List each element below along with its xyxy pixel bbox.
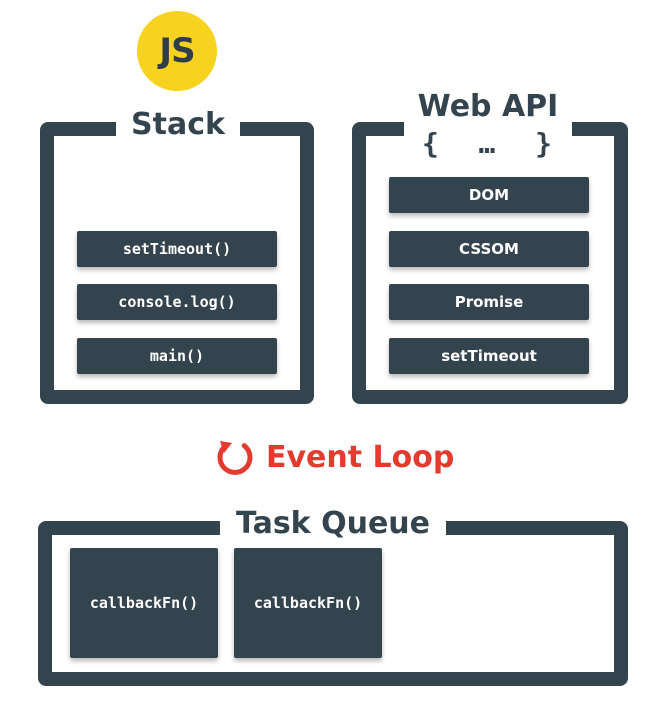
task-queue-item: callbackFn() (234, 548, 382, 658)
web-api-header: Web API { … } (404, 84, 572, 166)
stack-item-console-log: console.log() (77, 284, 277, 320)
web-api-item-settimeout: setTimeout (389, 338, 589, 374)
web-api-item-cssom: CSSOM (389, 231, 589, 267)
js-logo-text: JS (159, 31, 195, 71)
stack-item-main: main() (77, 338, 277, 374)
event-loop: Event Loop (214, 432, 454, 482)
stack-item-settimeout: setTimeout() (77, 231, 277, 267)
event-loop-label: Event Loop (266, 439, 455, 475)
js-logo-icon: JS (137, 11, 217, 91)
stack-title: Stack (116, 106, 240, 146)
web-api-braces: { … } (421, 127, 554, 160)
stack-container (40, 122, 314, 404)
refresh-icon (217, 441, 253, 475)
web-api-item-promise: Promise (389, 284, 589, 320)
task-queue-title: Task Queue (220, 505, 446, 545)
web-api-title: Web API (417, 89, 559, 124)
web-api-container (352, 122, 628, 404)
web-api-item-dom: DOM (389, 177, 589, 213)
task-queue-item: callbackFn() (70, 548, 218, 658)
